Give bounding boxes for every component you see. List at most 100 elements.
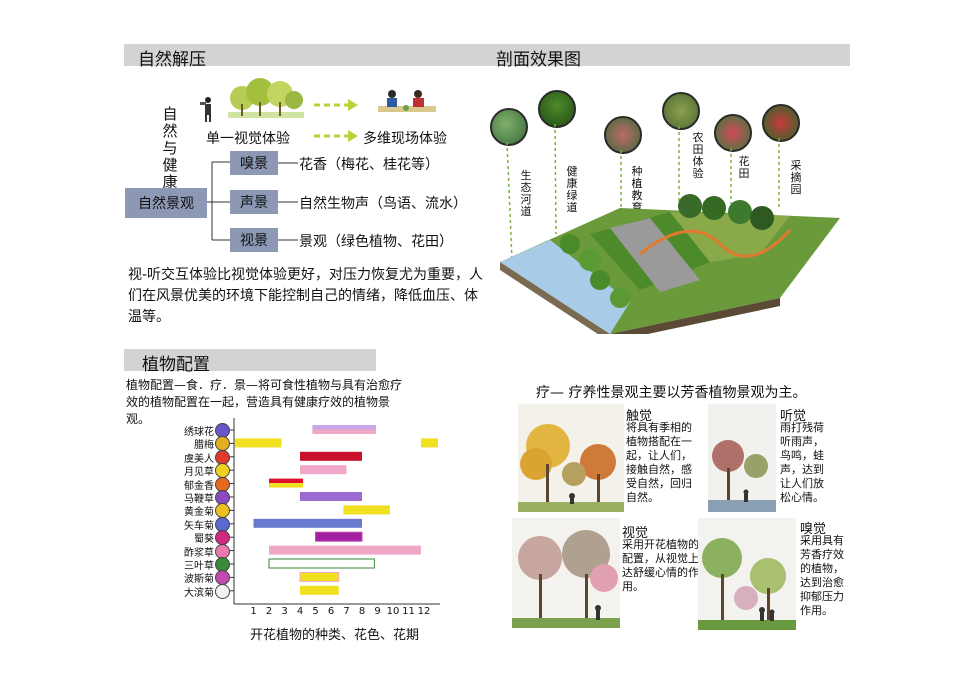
photo-circle-orchard [762,104,800,142]
section-label-farm: 农田体验 [692,131,704,180]
therapy-text-hearing: 雨打残荷听雨声，鸟鸣，蛙声，达到让人们放松心情。 [780,421,824,504]
chart-tick-label: 5 [312,606,319,617]
chart-tick-label: 9 [374,606,381,617]
therapy-image-hearing [708,404,776,512]
chart-tick-label: 7 [343,606,350,617]
chart-category-label: 虞美人 [184,453,214,465]
branch-text-sound: 自然生物声（鸟语、流水） [299,196,467,212]
chart-tick-label: 3 [281,606,288,617]
therapy-image-sight [512,518,620,628]
section-label-orchard: 采摘园 [790,159,802,196]
trees-illustration [228,78,304,118]
chart-category-label: 黄金菊 [184,507,214,519]
section-label-flower: 花田 [738,155,750,180]
therapy-title-sight: 视觉 [622,526,649,541]
chart-category-labels: 绣球花腊梅虞美人月见草郁金香马鞭草黄金菊矢车菊蜀葵酢浆草三叶草波斯菊大滨菊 [160,418,230,608]
chart-category-label: 马鞭草 [184,494,214,505]
chart-category-label: 腊梅 [194,440,214,452]
section-label-river: 生态河道 [520,169,532,218]
photo-circle-farm [662,92,700,130]
branch-text-smell: 花香（梅花、桂花等） [299,157,439,173]
chart-tick-label: 8 [358,606,366,617]
photo-circle-education [604,116,642,154]
therapy-title-hearing: 听觉 [780,409,807,424]
chart-category-label: 酢浆草 [184,547,214,559]
chart-category-label: 大滨菊 [184,587,214,599]
vertical-title: 自然与健康 [162,105,178,191]
header-plant-config: 植物配置 [142,355,210,375]
chart-bar [253,518,362,528]
photo-circle-flower [714,114,752,152]
section-label-greenway: 健康绿道 [566,165,578,214]
chart-bar [299,571,340,582]
people-farming-illustration [378,90,436,112]
chart-bar [300,492,362,501]
multi-dimension-label: 多维现场体验 [363,131,447,147]
flower-swatch-icon [215,530,230,546]
leader-lines [500,123,840,334]
section-header-plants: 植物配置 [124,349,376,375]
chart-category-label: 矢车菊 [184,520,214,532]
branch-box-smell: 嗅景 [230,151,278,175]
chart-bar [300,451,362,461]
chart-tick-label: 12 [417,606,431,617]
root-box-natural-landscape: 自然景观 [125,188,207,218]
therapy-title-touch: 触觉 [626,409,653,424]
chart-bar [315,531,363,542]
chart-bar-segment [312,429,376,434]
chart-category-label: 月见草 [184,467,214,479]
photo-circle-river [490,108,528,146]
chart-category-label: 郁金香 [184,480,214,492]
chart-tick-label: 2 [265,606,273,617]
chart-bar [269,545,421,555]
chart-bar [420,438,438,448]
therapy-text-smell: 采用具有芳香疗效的植物，达到治愈抑郁压力作用。 [800,534,844,617]
therapy-title-smell: 嗅觉 [800,522,827,537]
chart-title: 开花植物的种类、花色、花期 [250,628,420,643]
therapy-text-sight: 采用开花植物的配置，从视觉上达舒缓心情的作用。 [622,538,699,593]
chart-category-label: 绣球花 [184,427,214,438]
chart-category-label: 三叶草 [184,561,214,572]
chart-tick-label: 4 [296,606,304,617]
chart-bar-segment [269,483,304,488]
person-binoculars-icon [200,97,211,122]
chart-plot-area [230,418,440,605]
branch-box-sight: 视景 [230,228,278,252]
chart-bar [269,478,304,484]
chart-bar [343,505,390,515]
branch-text-sight: 景观（绿色植物、花田） [299,234,453,250]
chart-bar [268,558,375,569]
chart-tick-label: 6 [327,606,335,617]
section-header-top: 自然解压 剖面效果图 [124,44,850,70]
header-section-effect: 剖面效果图 [496,50,581,70]
chart-bar [234,438,282,448]
section-label-education: 种植教育 [631,165,643,214]
therapy-image-smell [698,518,796,630]
plant-paragraph: 植物配置—食．疗．景—将可食性植物与具有治愈疗效的植物配置在一起，营造具有健康疗… [126,378,403,426]
arrow-right-icon [314,130,358,142]
diagram-paragraph: 视-听交互体验比视觉体验更好，对压力恢复尤为重要，人们在风景优美的环境下能控制自… [128,267,484,325]
chart-tick-label: 10 [386,606,400,617]
section-perspective: 生态河道 健康绿道 种植教育 农田体验 花田 采摘园 [490,84,850,334]
flower-swatch-icon [215,583,230,599]
branch-box-sound: 声景 [230,190,278,214]
arrow-right-icon [314,99,358,111]
tree-connector-lines [200,161,230,241]
flower-swatch-icon [215,463,230,479]
branch-connectors [278,162,298,241]
photo-circle-greenway [538,90,576,128]
single-visual-label: 单一视觉体验 [206,131,290,147]
chart-tick-label: 11 [402,606,415,617]
chart-bar [300,585,339,595]
chart-category-label: 波斯菊 [184,574,214,586]
therapy-image-touch [518,404,624,512]
chart-tick-label: 1 [250,606,257,617]
therapy-text-touch: 将具有季相的植物搭配在一起，让人们，接触自然，感受自然，回归自然。 [626,421,692,504]
therapy-title: 疗— 疗养性景观主要以芳香植物景观为主。 [536,385,807,401]
chart-bar [300,465,347,475]
chart-category-label: 蜀葵 [194,534,214,546]
chart-bar [312,425,376,430]
header-natural-decompression: 自然解压 [138,50,206,70]
